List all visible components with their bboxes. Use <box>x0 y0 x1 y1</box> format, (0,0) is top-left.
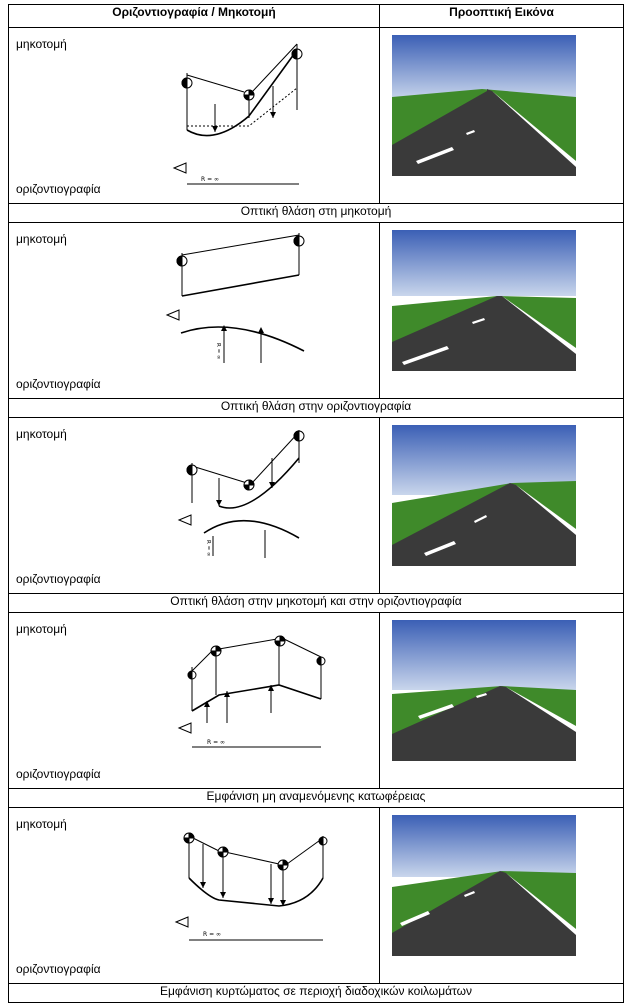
document-page: Οριζοντιογραφία / Μηκοτομή Προοπτική Εικ… <box>8 4 624 1003</box>
header-row: Οριζοντιογραφία / Μηκοτομή Προοπτική Εικ… <box>8 4 624 28</box>
perspective-view-3 <box>392 425 576 566</box>
perspective-view-4 <box>392 620 576 761</box>
perspective-cell-4 <box>379 612 624 789</box>
plan-label: οριζοντιογραφία <box>16 767 101 781</box>
profile-label: μηκοτομή <box>16 817 67 831</box>
perspective-view-1 <box>392 35 576 176</box>
profile-plan-diagram: R = ∞ <box>177 430 305 558</box>
plan-radius-label: R = ∞ <box>205 540 211 557</box>
diagram-cell-1: μηκοτομή οριζοντιογραφία <box>8 27 380 204</box>
comparison-table: Οριζοντιογραφία / Μηκοτομή Προοπτική Εικ… <box>8 4 624 1003</box>
caption-row-1: Οπτική θλάση στη μηκοτομή <box>8 203 624 223</box>
plan-label: οριζοντιογραφία <box>16 182 101 196</box>
diagram-row-5: μηκοτομή οριζοντιογραφία <box>8 807 624 984</box>
profile-label: μηκοτομή <box>16 37 67 51</box>
perspective-cell-5 <box>379 807 624 984</box>
plan-radius-label: R = ∞ <box>215 343 221 360</box>
diagram-row-1: μηκοτομή οριζοντιογραφία <box>8 27 624 204</box>
diagram-cell-4: μηκοτομή οριζοντιογραφία <box>8 612 380 789</box>
perspective-cell-2 <box>379 222 624 399</box>
caption-row-3: Οπτική θλάση στην μηκοτομή και στην οριζ… <box>8 593 624 613</box>
row-caption-4: Εμφάνιση μη αναμενόμενης κατωφέρειας <box>8 788 624 808</box>
perspective-view-2 <box>392 230 576 371</box>
perspective-cell-1 <box>379 27 624 204</box>
diagram-cell-3: μηκοτομή οριζοντιογραφία <box>8 417 380 594</box>
profile-plan-diagram: R = ∞ <box>165 233 305 363</box>
profile-plan-diagram: R = ∞ <box>172 43 303 185</box>
row-caption-3: Οπτική θλάση στην μηκοτομή και στην οριζ… <box>8 593 624 613</box>
perspective-view-5 <box>392 815 576 956</box>
plan-label: οριζοντιογραφία <box>16 572 101 586</box>
profile-label: μηκοτομή <box>16 427 67 441</box>
profile-label: μηκοτομή <box>16 232 67 246</box>
plan-radius-label: R = ∞ <box>201 176 219 183</box>
profile-label: μηκοτομή <box>16 622 67 636</box>
plan-label: οριζοντιογραφία <box>16 377 101 391</box>
profile-plan-diagram: R = ∞ <box>174 832 328 941</box>
diagram-row-2: μηκοτομή οριζοντιογραφία <box>8 222 624 399</box>
diagram-row-3: μηκοτομή οριζοντιογραφία <box>8 417 624 594</box>
caption-row-2: Οπτική θλάση στην οριζοντιογραφία <box>8 398 624 418</box>
row-caption-5: Εμφάνιση κυρτώματος σε περιοχή διαδοχικώ… <box>8 983 624 1003</box>
header-right: Προοπτική Εικόνα <box>379 4 624 28</box>
row-caption-1: Οπτική θλάση στη μηκοτομή <box>8 203 624 223</box>
diagram-cell-2: μηκοτομή οριζοντιογραφία <box>8 222 380 399</box>
plan-radius-label: R = ∞ <box>207 739 225 746</box>
diagram-cell-5: μηκοτομή οριζοντιογραφία <box>8 807 380 984</box>
profile-plan-diagram: R = ∞ <box>177 635 326 748</box>
perspective-cell-3 <box>379 417 624 594</box>
caption-row-4: Εμφάνιση μη αναμενόμενης κατωφέρειας <box>8 788 624 808</box>
caption-row-5: Εμφάνιση κυρτώματος σε περιοχή διαδοχικώ… <box>8 983 624 1003</box>
row-caption-2: Οπτική θλάση στην οριζοντιογραφία <box>8 398 624 418</box>
plan-radius-label: R = ∞ <box>203 931 221 938</box>
diagram-row-4: μηκοτομή οριζοντιογραφία <box>8 612 624 789</box>
header-left: Οριζοντιογραφία / Μηκοτομή <box>8 4 380 28</box>
